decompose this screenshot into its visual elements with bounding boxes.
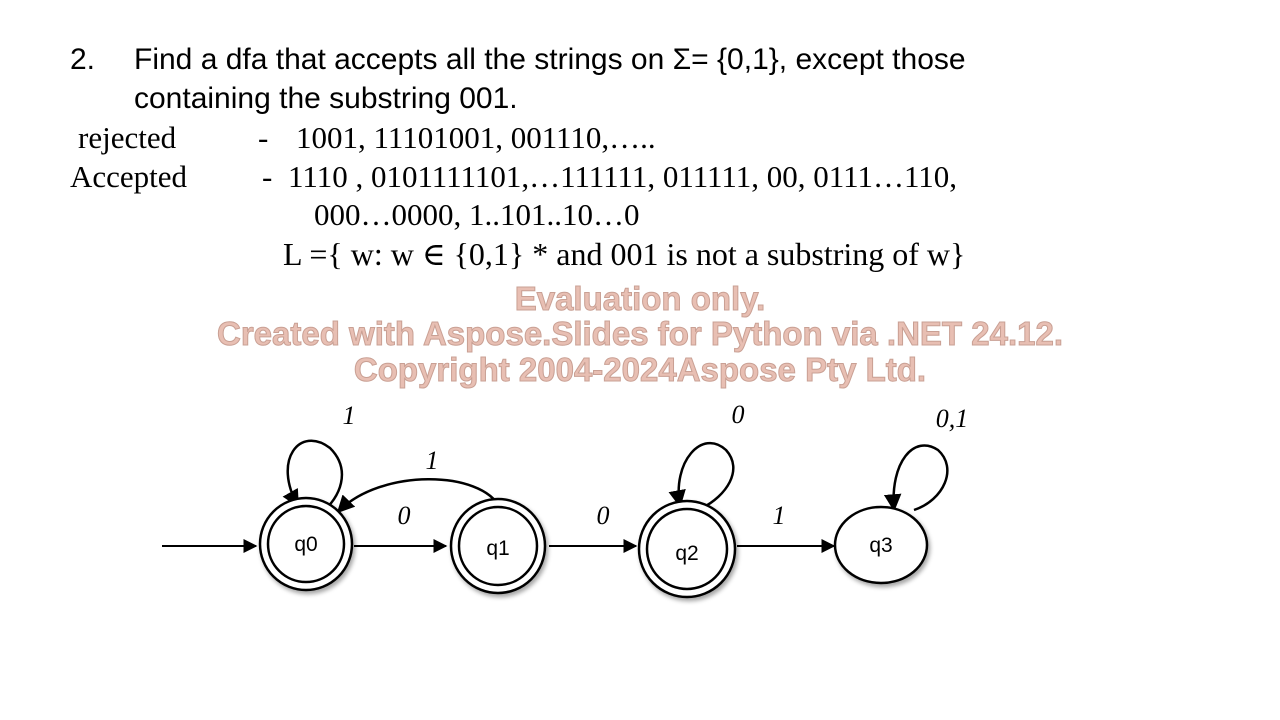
label-edge-q0-q1: 0 [398, 501, 411, 530]
accepted-examples-line-2: 000…0000, 1..101..10…0 [314, 197, 640, 232]
loop-q2 [668, 442, 735, 510]
label-loop-q2: 0 [732, 400, 745, 429]
rejected-label: rejected [78, 120, 177, 155]
accepted-label: Accepted [70, 159, 188, 194]
problem-statement-line-1: Find a dfa that accepts all the strings … [134, 43, 966, 76]
rejected-examples: 1001, 11101001, 001110,….. [296, 120, 656, 155]
problem-statement-line-2: containing the substring 001. [134, 82, 518, 115]
loop-q0 [282, 439, 344, 513]
label-edge-q1-q0: 1 [426, 446, 439, 475]
state-q1 [449, 497, 547, 595]
state-label-q2: q2 [675, 542, 698, 565]
label-loop-q0: 1 [343, 401, 356, 430]
state-q3 [833, 505, 929, 585]
accepted-examples-line-1: 1110 , 0101111101,…111111, 011111, 00, 0… [288, 159, 958, 194]
loop-q3 [883, 444, 949, 512]
edge-q1-q0 [336, 478, 502, 514]
accepted-dash: - [262, 159, 273, 194]
label-edge-q2-q3: 1 [773, 501, 786, 530]
watermark-line-1: Evaluation only. [514, 280, 766, 318]
state-label-q1: q1 [486, 537, 509, 560]
state-q2 [637, 499, 737, 599]
label-loop-q3: 0,1 [936, 404, 969, 433]
problem-number: 2. [70, 43, 96, 76]
state-q0 [258, 496, 354, 592]
watermark-line-2: Created with Aspose.Slides for Python vi… [216, 315, 1063, 353]
label-edge-q1-q2: 0 [597, 501, 610, 530]
watermark-line-3: Copyright 2004-2024Aspose Pty Ltd. [353, 351, 927, 389]
language-definition: L ={ w: w ∈ {0,1} * and 001 is not a sub… [283, 236, 966, 272]
state-label-q0: q0 [294, 533, 317, 556]
rejected-dash: - [258, 120, 269, 155]
state-label-q3: q3 [869, 534, 892, 557]
